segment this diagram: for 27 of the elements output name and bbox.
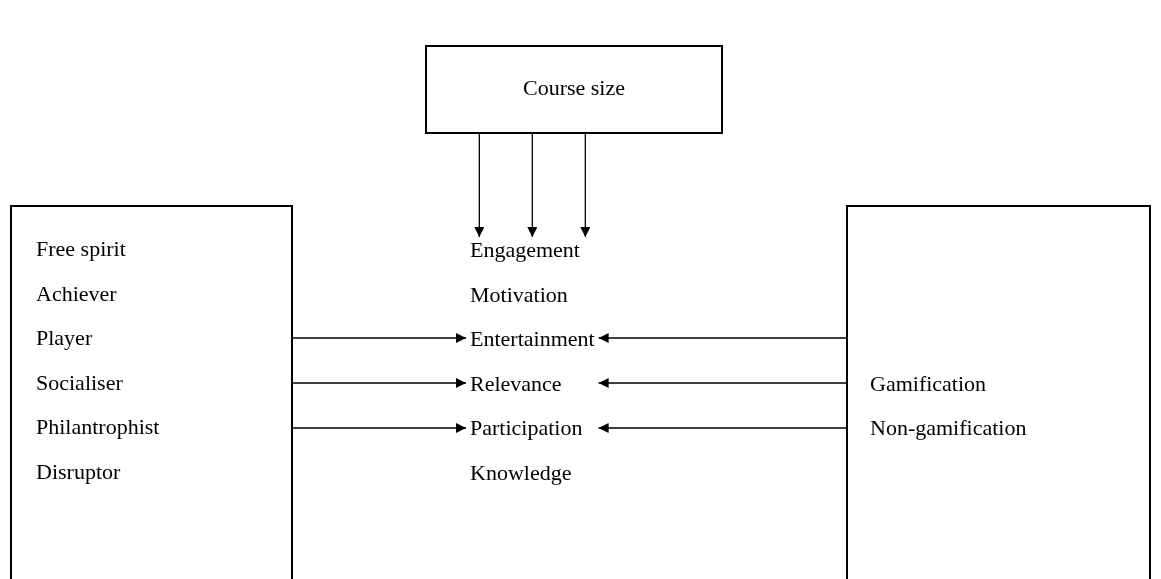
arrow — [580, 133, 591, 238]
node-text: Relevance — [470, 370, 562, 397]
arrow — [598, 423, 847, 433]
node-text: Course size — [522, 75, 626, 101]
node-text: Socialiser — [36, 369, 123, 396]
node-text: Player — [36, 325, 93, 351]
arrow — [527, 133, 538, 238]
node-text: Non-gamification — [870, 414, 1027, 441]
node-text: Entertainment — [470, 326, 595, 352]
node-text: Disruptor — [36, 458, 121, 485]
node-text: Philantrophist — [36, 414, 160, 440]
process-box — [846, 205, 1151, 579]
arrow — [292, 378, 467, 388]
node-text: Motivation — [470, 281, 568, 308]
node-text: Knowledge — [470, 459, 572, 486]
arrow — [598, 333, 847, 343]
node-text: Engagement — [470, 237, 580, 263]
node-text: Free spirit — [36, 236, 126, 262]
process-box — [425, 45, 723, 134]
node-text: Achiever — [36, 280, 117, 307]
arrow — [598, 378, 847, 388]
arrow — [292, 333, 467, 343]
node-text: Gamification — [870, 371, 987, 397]
arrow — [292, 423, 467, 433]
process-box — [10, 205, 293, 579]
arrow — [474, 133, 485, 238]
node-text: Participation — [470, 415, 583, 441]
